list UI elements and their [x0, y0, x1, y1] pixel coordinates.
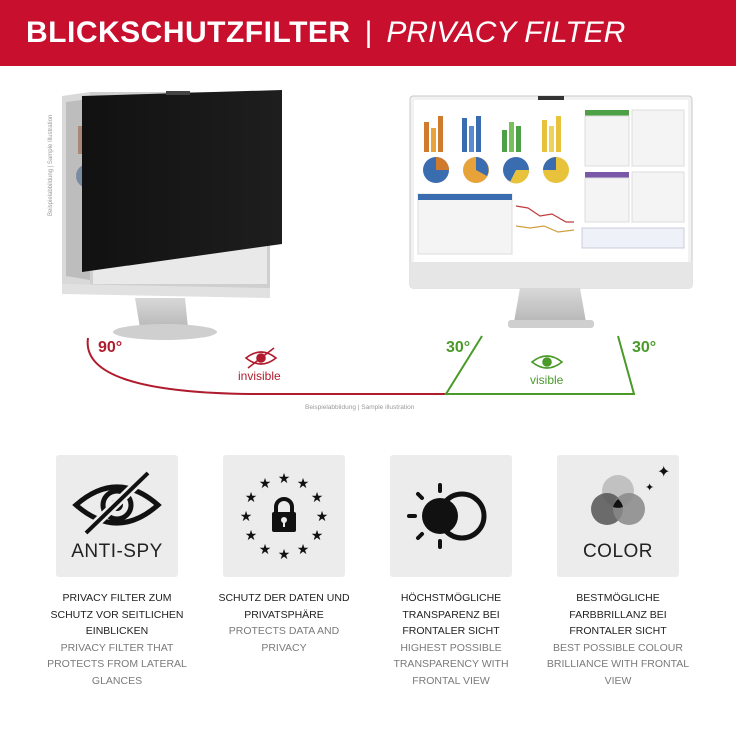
svg-text:✦: ✦	[657, 462, 670, 481]
angle-mid-label: 30°	[446, 339, 470, 356]
caption-anti-spy: PRIVACY FILTER ZUM SCHUTZ VOR SEITLICHEN…	[43, 590, 191, 689]
svg-text:★: ★	[297, 476, 310, 492]
svg-text:★: ★	[245, 490, 258, 506]
visible-angle-lines	[444, 335, 636, 395]
sun-lens-icon	[407, 483, 487, 549]
right-monitor	[409, 95, 693, 328]
svg-text:Beispielabbildung | Sample Ill: Beispielabbildung | Sample Illustration	[48, 115, 54, 216]
svg-text:★: ★	[278, 547, 291, 563]
caption-data-protection: SCHUTZ DER DATEN UND PRIVATSPHÄRE PROTEC…	[210, 590, 358, 656]
svg-text:★: ★	[311, 490, 324, 506]
visible-label: visible	[530, 373, 564, 387]
feature-card-color: ✦ ✦ COLOR	[557, 455, 679, 577]
left-monitor: Beispielabbildung | Sample Illustration	[48, 90, 282, 340]
svg-text:★: ★	[311, 528, 324, 544]
invisible-angle-arc	[86, 337, 446, 395]
caption-en: HIGHEST POSSIBLE TRANSPARENCY WITH FRONT…	[393, 641, 509, 687]
crossed-eye-icon	[244, 347, 278, 369]
angle-right-label: 30°	[632, 339, 656, 356]
svg-text:★: ★	[259, 476, 272, 492]
feature-card-data-protection: ★ ★ ★ ★ ★ ★ ★ ★ ★ ★ ★ ★	[223, 455, 345, 577]
svg-text:★: ★	[259, 542, 272, 558]
feature-card-transparency	[390, 455, 512, 577]
svg-text:★: ★	[245, 528, 258, 544]
anti-spy-label: ANTI-SPY	[71, 541, 163, 562]
svg-text:✦: ✦	[645, 481, 654, 494]
feature-card-anti-spy: ANTI-SPY	[56, 455, 178, 577]
title-english: PRIVACY FILTER	[386, 16, 626, 49]
sample-note: Beispielabbildung | Sample illustration	[305, 404, 415, 411]
title-separator: |	[364, 16, 373, 49]
caption-de: SCHUTZ DER DATEN UND PRIVATSPHÄRE	[218, 592, 350, 621]
mini-pie-charts	[423, 157, 569, 184]
mini-bar-charts	[424, 116, 561, 152]
mini-tables	[417, 109, 685, 255]
caption-color: BESTMÖGLICHE FARBBRILLANZ BEI FRONTALER …	[544, 590, 692, 689]
color-circles-icon: ✦ ✦	[591, 462, 670, 525]
title-german: BLICKSCHUTZFILTER	[26, 16, 351, 49]
svg-text:★: ★	[278, 471, 291, 487]
svg-text:★: ★	[240, 509, 253, 525]
invisible-label: invisible	[238, 369, 281, 383]
caption-de: BESTMÖGLICHE FARBBRILLANZ BEI FRONTALER …	[569, 592, 667, 637]
privacy-illustration: Beispielabbildung | Sample Illustration	[48, 90, 693, 411]
svg-text:★: ★	[316, 509, 329, 525]
svg-text:★: ★	[297, 542, 310, 558]
caption-en: PRIVACY FILTER THAT PROTECTS FROM LATERA…	[47, 641, 187, 687]
eu-stars-lock-icon: ★ ★ ★ ★ ★ ★ ★ ★ ★ ★ ★ ★	[240, 471, 329, 563]
caption-de: HÖCHSTMÖGLICHE TRANSPARENZ BEI FRONTALER…	[400, 592, 502, 637]
angle-left-label: 90°	[98, 339, 122, 356]
eye-crossed-icon	[72, 469, 162, 537]
title-banner: BLICKSCHUTZFILTER | PRIVACY FILTER	[0, 0, 736, 66]
color-label: COLOR	[582, 541, 654, 562]
eye-icon	[530, 355, 564, 369]
caption-transparency: HÖCHSTMÖGLICHE TRANSPARENZ BEI FRONTALER…	[377, 590, 525, 689]
caption-de: PRIVACY FILTER ZUM SCHUTZ VOR SEITLICHEN…	[50, 592, 184, 637]
caption-en: BEST POSSIBLE COLOUR BRILLIANCE WITH FRO…	[546, 641, 690, 687]
caption-en: PROTECTS DATA AND PRIVACY	[228, 625, 340, 654]
